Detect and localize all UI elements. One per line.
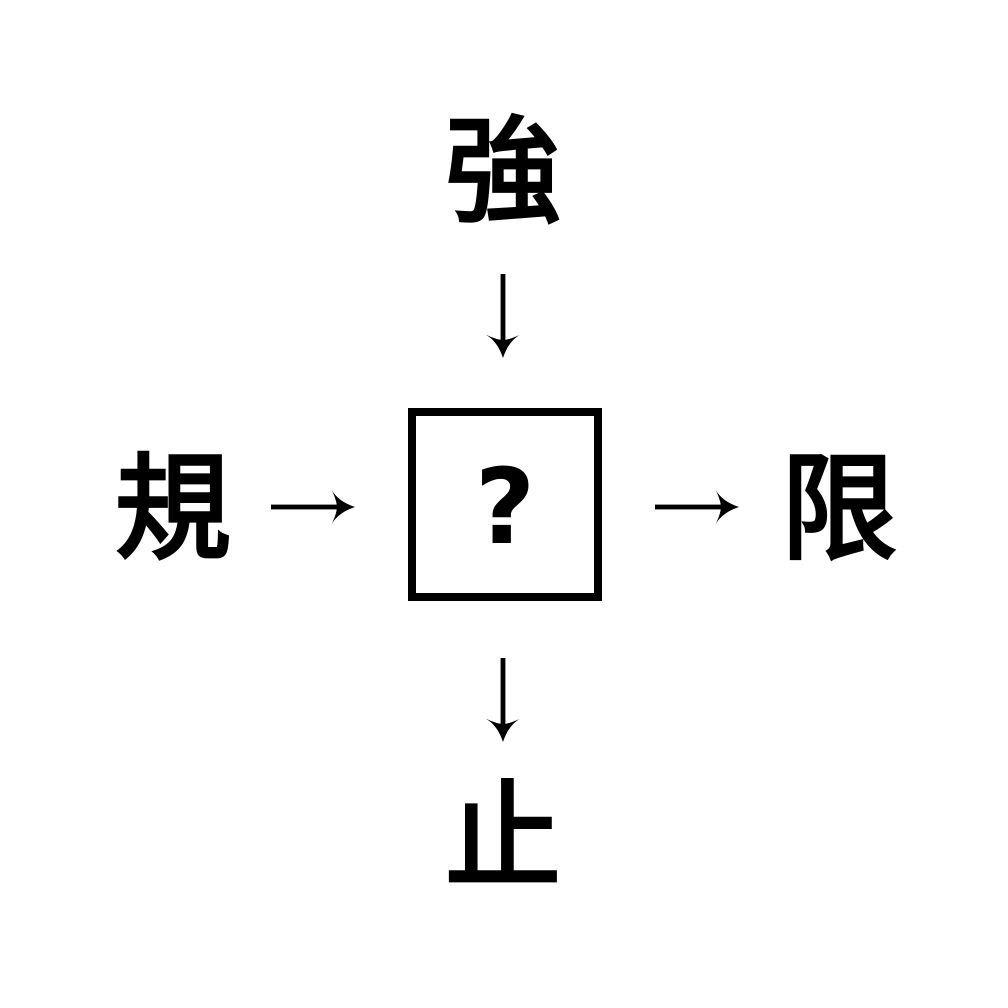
arrow-down-icon — [483, 274, 523, 358]
kanji-left: 規 — [115, 442, 231, 577]
arrow-down-icon — [483, 658, 523, 742]
kanji-top: 強 — [445, 105, 561, 240]
kanji-right: 限 — [781, 442, 897, 577]
kanji-bottom: 止 — [445, 770, 561, 905]
arrow-right-icon — [655, 487, 739, 527]
arrow-right-icon — [271, 487, 355, 527]
question-mark: ? — [474, 445, 536, 568]
answer-box: ? — [408, 408, 602, 601]
